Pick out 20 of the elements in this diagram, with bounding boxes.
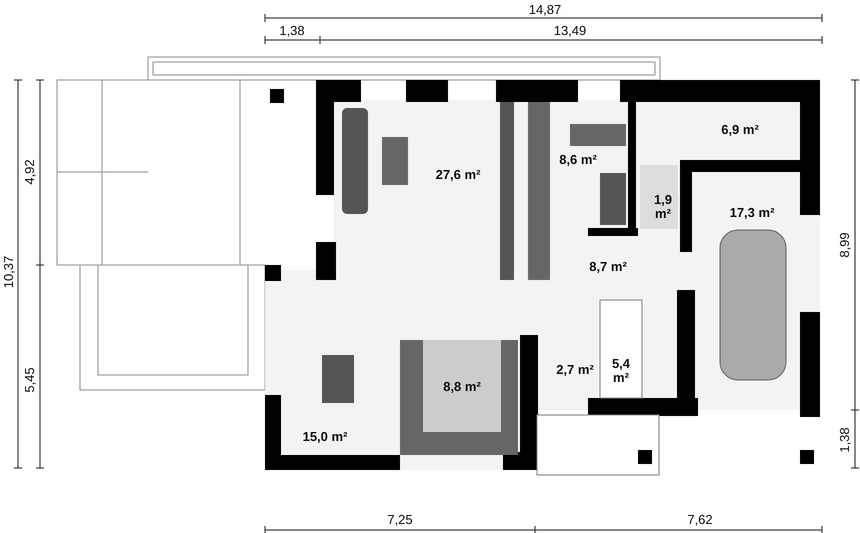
room-area-label: 27,6 m²: [436, 168, 480, 182]
room-area-label: 2,7 m²: [556, 363, 594, 377]
dimension-label: 13,49: [554, 24, 586, 38]
dimension-label: 1,38: [838, 427, 852, 453]
dimension-label: 10,37: [2, 256, 16, 288]
room-area-label: 15,0 m²: [302, 430, 348, 444]
dimension-label: 8,99: [838, 232, 852, 258]
dimension-label: 7,25: [387, 513, 413, 527]
dimension-label: 7,62: [687, 513, 713, 527]
dimension-label: 4,92: [23, 159, 37, 185]
room-area-label: 8,7 m²: [589, 260, 627, 274]
room-area-label: 8,8 m²: [443, 380, 481, 394]
dimension-label: 1,38: [279, 24, 305, 38]
room-area-label: 1,9 m²: [652, 193, 674, 221]
room-area-label: 6,9 m²: [721, 123, 759, 137]
dimension-label: 14,87: [528, 3, 562, 17]
dimension-label: 5,45: [23, 367, 37, 393]
room-area-label: 8,6 m²: [559, 153, 597, 167]
room-area-label: 17,3 m²: [730, 206, 774, 220]
room-area-label: 5,4 m²: [610, 357, 632, 385]
